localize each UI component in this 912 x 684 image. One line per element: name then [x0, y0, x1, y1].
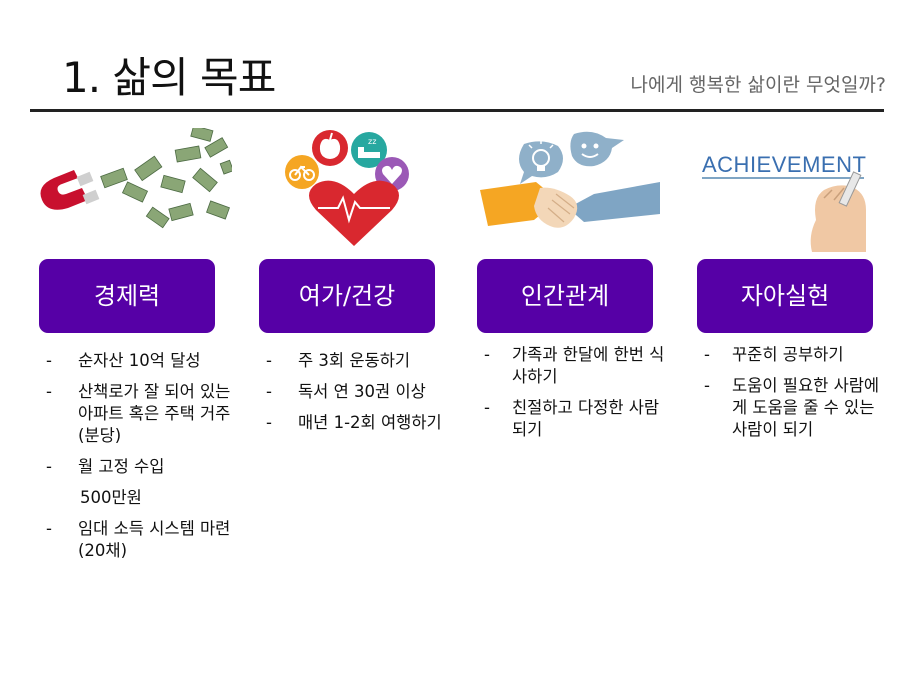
list-item: -임대 소득 시스템 마련(20채) — [46, 519, 231, 560]
svg-text:zz: zz — [368, 137, 376, 146]
goal-column-self-realization: ACHIEVEMENT 자아실현 -꾸준히 공부하기 -도움이 필요한 사람에게… — [694, 128, 890, 439]
list-item: 500만원 — [80, 488, 142, 507]
list-item: -순자산 10억 달성 — [46, 351, 201, 370]
handshake-icon — [474, 128, 670, 253]
achievement-word: ACHIEVEMENT — [702, 152, 866, 177]
list-item: -친절하고 다정한 사람되기 — [484, 398, 660, 439]
goal-column-leisure-health: zz 여가/건강 -주 3회 운동하기 -독서 연 30권 이상 -매년 1-2… — [256, 128, 452, 432]
list-item: -가족과 한달에 한번 식사하기 — [484, 345, 665, 386]
goal-label-relationships: 인간관계 — [477, 259, 653, 333]
list-item: -주 3회 운동하기 — [266, 351, 411, 370]
list-item: -꾸준히 공부하기 — [704, 345, 844, 364]
page-subtitle: 나에게 행복한 삶이란 무엇일까? — [630, 74, 886, 96]
list-item: -도움이 필요한 사람에게 도움을 줄 수 있는 사람이 되기 — [704, 376, 880, 439]
goal-list-relationships: -가족과 한달에 한번 식사하기 -친절하고 다정한 사람되기 — [478, 344, 670, 450]
title-divider — [30, 109, 884, 112]
goal-label-leisure-health: 여가/건강 — [259, 259, 435, 333]
goal-list-economy: -순자산 10억 달성 -산책로가 잘 되어 있는 아파트 혹은 주택 거주(분… — [40, 350, 232, 571]
goal-column-relationships: 인간관계 -가족과 한달에 한번 식사하기 -친절하고 다정한 사람되기 — [474, 128, 670, 439]
list-item: -월 고정 수입 — [46, 457, 165, 476]
goal-label-self-realization: 자아실현 — [697, 259, 873, 333]
goal-list-self-realization: -꾸준히 공부하기 -도움이 필요한 사람에게 도움을 줄 수 있는 사람이 되… — [698, 344, 890, 450]
list-item: -매년 1-2회 여행하기 — [266, 413, 442, 432]
list-item: -산책로가 잘 되어 있는 아파트 혹은 주택 거주(분당) — [46, 382, 231, 445]
page-title: 1. 삶의 목표 — [62, 53, 276, 102]
magnet-money-icon — [36, 128, 232, 253]
list-item: -독서 연 30권 이상 — [266, 382, 426, 401]
achievement-icon: ACHIEVEMENT — [694, 128, 890, 253]
goal-column-economy: 경제력 -순자산 10억 달성 -산책로가 잘 되어 있는 아파트 혹은 주택 … — [36, 128, 232, 560]
goal-label-economy: 경제력 — [39, 259, 215, 333]
heart-health-icon: zz — [256, 128, 452, 253]
goal-list-leisure-health: -주 3회 운동하기 -독서 연 30권 이상 -매년 1-2회 여행하기 — [260, 350, 452, 443]
